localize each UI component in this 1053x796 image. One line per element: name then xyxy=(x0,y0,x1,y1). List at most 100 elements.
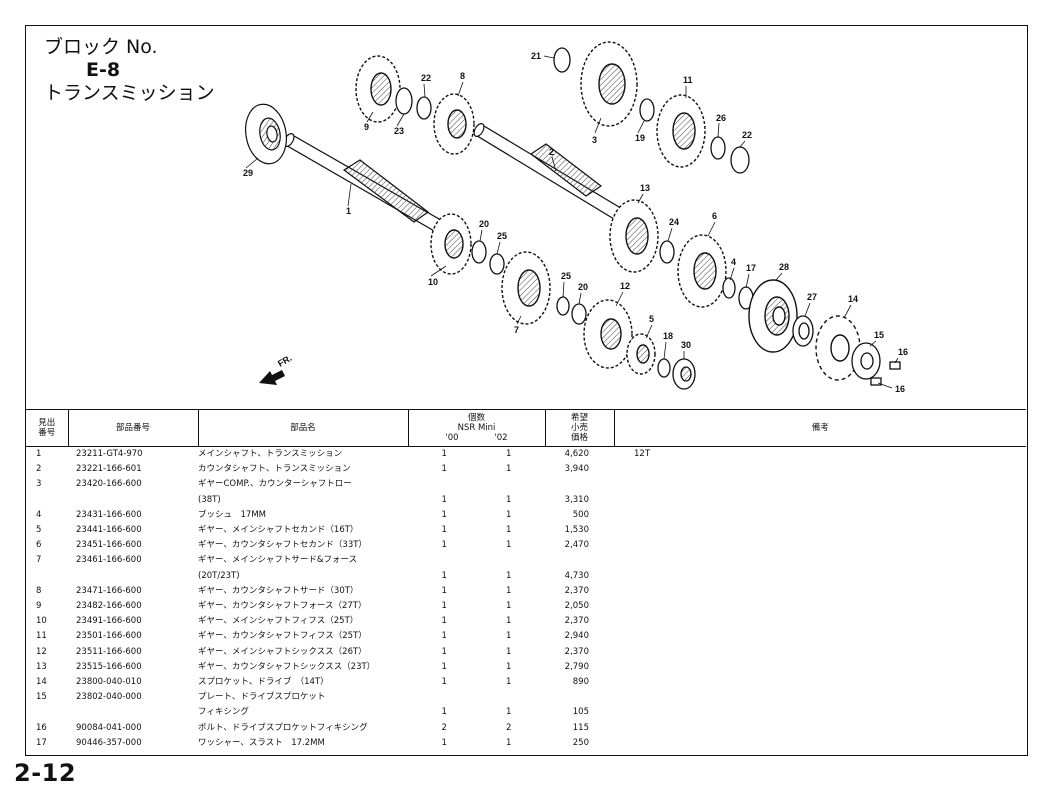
direction-label: FR. xyxy=(276,353,294,369)
qty-02: 1 xyxy=(506,525,512,536)
callout: 22 xyxy=(421,73,431,83)
gear-13 xyxy=(609,199,659,273)
part-name: フィキシング xyxy=(198,707,249,718)
notes: 12T xyxy=(634,449,651,459)
qty-00: 1 xyxy=(441,707,447,718)
part-number: 23501-166-600 xyxy=(76,631,142,642)
part-name: ギヤー、メインシャフトシックスス（26T） xyxy=(198,646,367,657)
qty-02: 2 xyxy=(506,722,512,733)
price: 890 xyxy=(572,677,589,688)
qty-00: 1 xyxy=(441,585,447,596)
qty-02: 1 xyxy=(506,677,512,688)
callout: 1 xyxy=(346,206,351,216)
part-number: 23211-GT4-970 xyxy=(76,449,143,459)
notes xyxy=(614,508,1026,523)
quantity-cell xyxy=(408,477,545,492)
notes xyxy=(614,629,1026,644)
notes xyxy=(614,599,1026,614)
page-number: 2-12 xyxy=(14,759,77,787)
qty-02: 1 xyxy=(506,601,512,612)
parts-table: 見出番号 部品番号 部品名 個数 NSR Mini '00'02 希望小売価格 … xyxy=(26,409,1026,751)
ref-number: 1 xyxy=(36,449,42,459)
washer-21 xyxy=(553,47,571,73)
gear-8 xyxy=(433,93,475,155)
price: 2,370 xyxy=(564,585,589,596)
part-name: ギヤー、メインシャフトサード&フォース xyxy=(198,555,358,566)
price: 2,050 xyxy=(564,601,589,612)
ring-26-22 xyxy=(710,136,750,174)
callout: 16 xyxy=(898,347,908,357)
block-label: ブロック No. xyxy=(44,36,158,58)
price: 2,370 xyxy=(564,616,589,627)
qty-02: 1 xyxy=(506,509,512,520)
callout: 18 xyxy=(663,331,673,341)
price: 115 xyxy=(572,722,589,733)
callout: 13 xyxy=(640,183,650,193)
part-name: ギヤー、カウンタシャフトシックスス（23T） xyxy=(198,661,376,672)
qty-00: 2 xyxy=(441,722,447,733)
callout: 30 xyxy=(681,340,691,350)
notes xyxy=(614,660,1026,675)
part-number: 23802-040-000 xyxy=(76,692,142,703)
main-shaft xyxy=(282,133,448,233)
callout: 17 xyxy=(746,263,756,273)
header-part-number: 部品番号 xyxy=(68,409,199,447)
ref-number: 8 xyxy=(36,585,42,596)
part-number: 23800-040-010 xyxy=(76,677,142,688)
block-code: E-8 xyxy=(86,59,121,81)
price: 2,470 xyxy=(564,540,589,551)
ref-number: 7 xyxy=(36,555,42,566)
callout: 25 xyxy=(561,271,571,281)
bolts-16 xyxy=(870,361,901,386)
callout: 27 xyxy=(807,292,817,302)
callout: 28 xyxy=(779,262,789,272)
part-name: ギヤー、カウンタシャフトフィフス（25T） xyxy=(198,631,367,642)
callout: 22 xyxy=(742,130,752,140)
callout: 10 xyxy=(428,277,438,287)
qty-00: 1 xyxy=(441,601,447,612)
part-name: ギヤー、メインシャフトフィフス（25T） xyxy=(198,616,359,627)
callout: 24 xyxy=(669,217,679,227)
ref-number: 9 xyxy=(36,601,42,612)
price xyxy=(545,690,614,705)
part-number xyxy=(68,493,198,508)
part-name: ギヤー、カウンタシャフトフォース（27T） xyxy=(198,601,367,612)
qty-00: 1 xyxy=(441,737,447,748)
ring-24 xyxy=(659,240,675,264)
qty-00: 1 xyxy=(441,646,447,657)
notes xyxy=(614,690,1026,705)
qty-02: 1 xyxy=(506,464,512,475)
callout: 5 xyxy=(649,314,654,324)
qty-00: 1 xyxy=(441,509,447,520)
qty-00: 1 xyxy=(441,616,447,627)
page-frame: ブロック No. E-8 トランスミッション xyxy=(25,25,1028,756)
part-number: 23482-166-600 xyxy=(76,601,142,612)
qty-00: 1 xyxy=(441,525,447,536)
qty-00: 1 xyxy=(441,540,447,551)
ref-number: 16 xyxy=(36,722,47,733)
ref-number: 13 xyxy=(36,661,47,672)
callout: 16 xyxy=(895,384,905,394)
header-quantity: 個数 NSR Mini '00'02 xyxy=(408,409,546,447)
part-name: ギヤーCOMP.、カウンターシャフトロー xyxy=(198,479,352,490)
block-name: トランスミッション xyxy=(44,82,215,104)
block-title: ブロック No. E-8 トランスミッション xyxy=(44,36,215,105)
callout: 21 xyxy=(531,51,541,61)
ref-number: 2 xyxy=(36,464,42,475)
sprocket-14 xyxy=(815,315,861,381)
ref-number: 14 xyxy=(36,677,47,688)
callout: 6 xyxy=(712,211,717,221)
qty-00: 1 xyxy=(441,570,447,581)
gear-12 xyxy=(583,299,633,369)
counter-shaft xyxy=(472,123,626,220)
